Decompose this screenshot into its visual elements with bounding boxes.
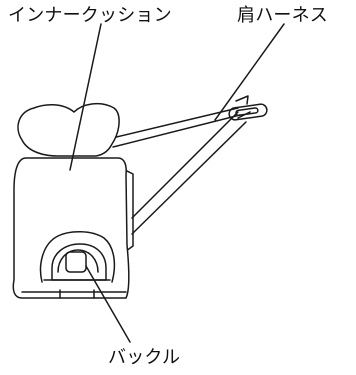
- shoulder-harness-straps: [107, 95, 251, 235]
- leader-line-inner-cushion: [69, 23, 102, 171]
- crotch-pad-outline: [39, 231, 116, 283]
- buckle-inner-outline: [57, 249, 99, 273]
- cushion-base-marks: [59, 289, 95, 299]
- inner-cushion-label: インナークッション: [8, 5, 172, 26]
- buckle-label: バックル: [108, 347, 181, 368]
- seat-side-edge: [124, 169, 134, 252]
- buckle-opening: [51, 243, 107, 281]
- harness-clip: [228, 103, 268, 121]
- shoulder-harness-label: 肩ハーネス: [237, 5, 328, 26]
- buckle-tongue: [65, 251, 87, 273]
- leader-line-buckle: [85, 265, 131, 343]
- leader-line-shoulder-harness: [214, 23, 285, 121]
- inner-cushion-body: [12, 157, 130, 299]
- head-pillow: [17, 102, 120, 157]
